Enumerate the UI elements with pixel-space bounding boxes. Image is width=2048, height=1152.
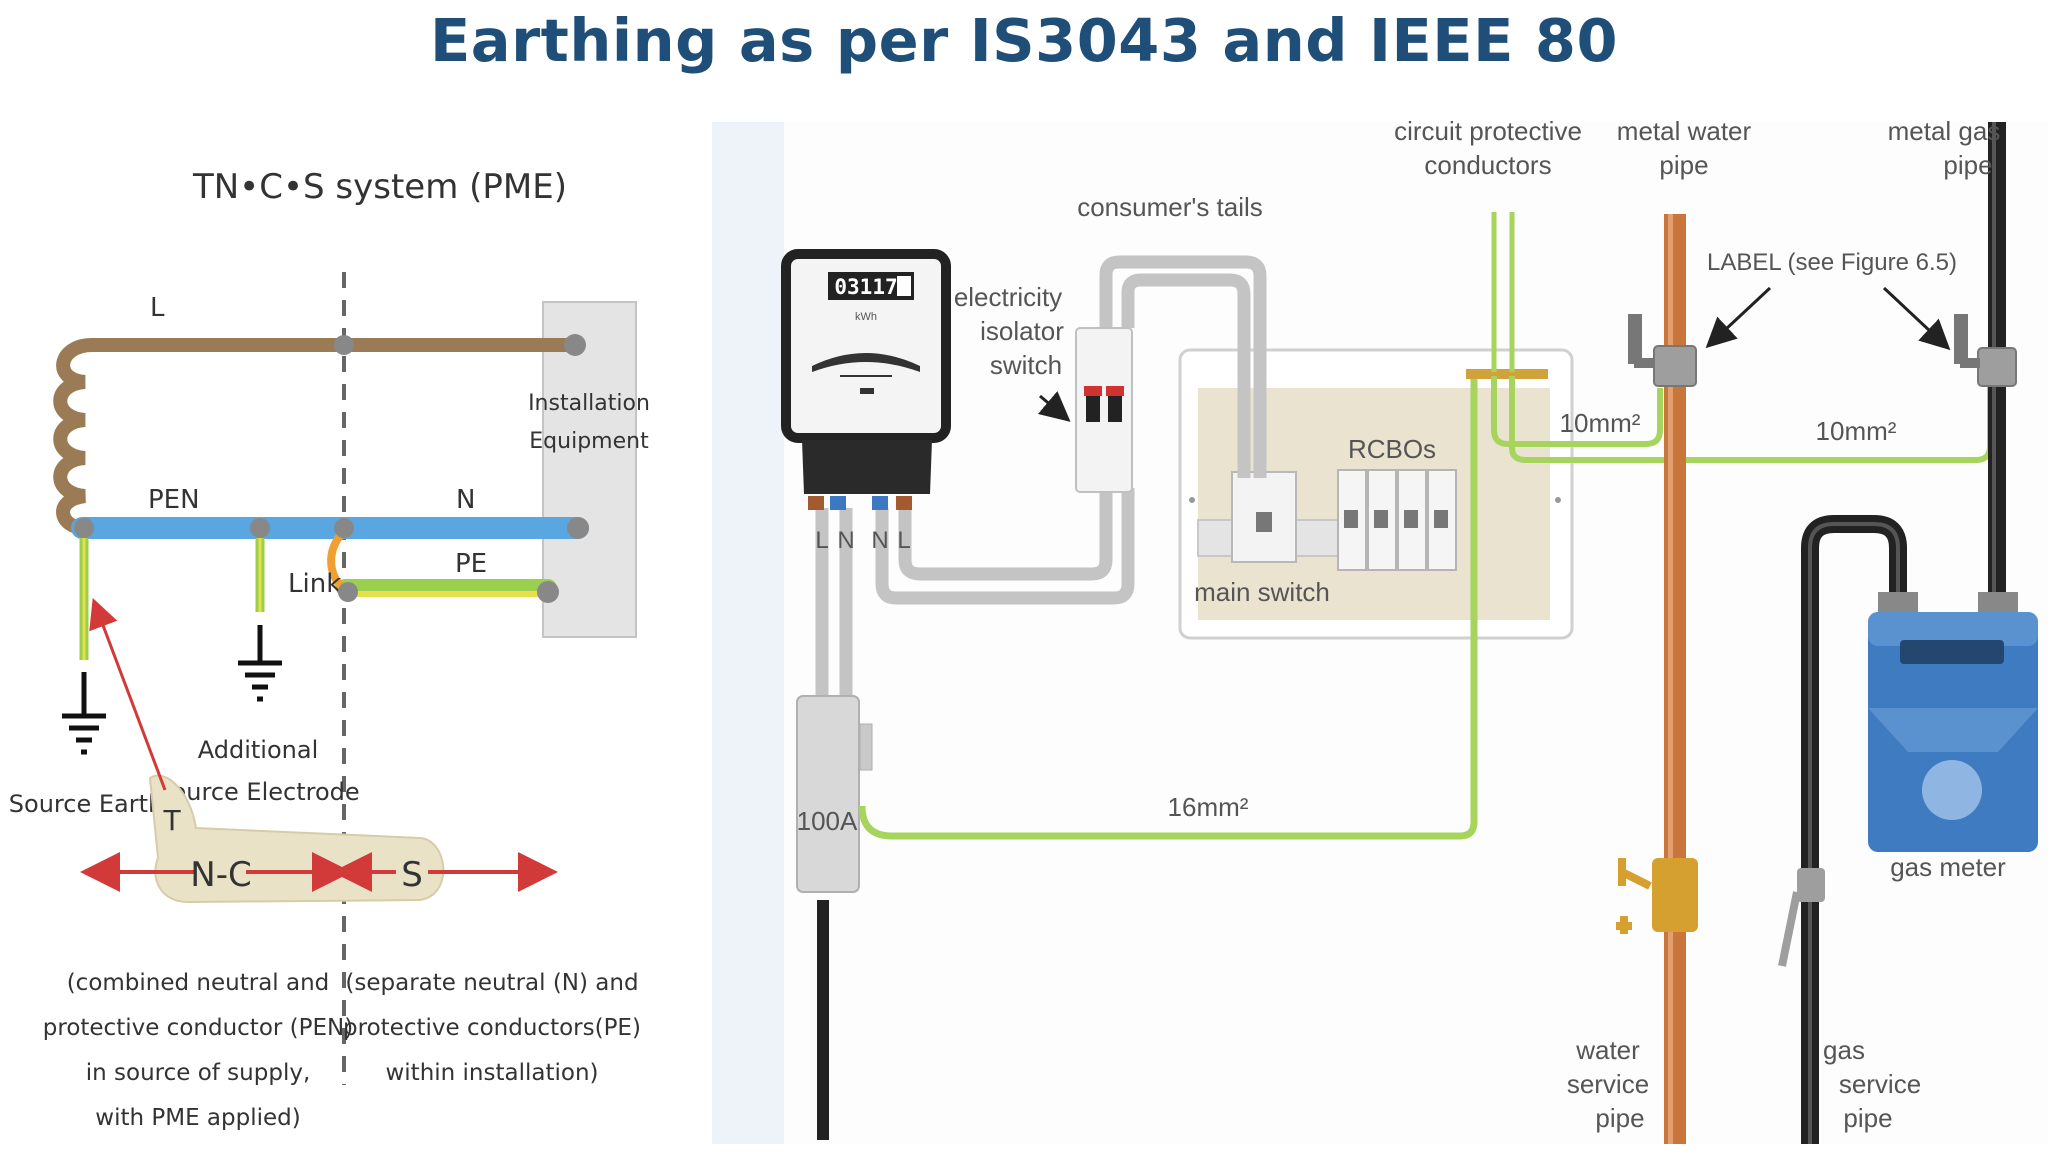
main-switch-label: main switch (1194, 577, 1330, 607)
installation-diagram: main switch RCBOs 03117 kWh (712, 116, 2048, 1144)
size-10-label: 10mm² (1816, 416, 1897, 446)
water-pipe-label-line: metal water (1617, 116, 1752, 146)
node (537, 581, 559, 603)
terminal-label: N (871, 527, 888, 554)
rcbo-bank (1337, 469, 1457, 571)
isolator-pointer (1037, 391, 1071, 422)
water-service-label-line: service (1567, 1069, 1649, 1099)
gas-valve-icon (1778, 868, 1825, 967)
main-earth-conductor (858, 376, 1478, 840)
additional-electrode-label-1: Additional (198, 736, 318, 764)
consumers-tails-label: consumer's tails (1077, 192, 1263, 222)
nc-description-line: with PME applied) (95, 1105, 300, 1131)
line-l-conductor (53, 338, 582, 535)
size-10-label: 10mm² (1560, 408, 1641, 438)
meter-reading: 03117 (834, 275, 897, 299)
node (567, 517, 589, 539)
gas-pipe-label-line: pipe (1943, 150, 1992, 180)
source-earth-label: Source Earth (9, 790, 163, 818)
tncs-title: TN•C•S system (PME) (192, 167, 567, 207)
terminal-label: L (897, 527, 910, 554)
gas-service-label-line: gas (1823, 1035, 1865, 1065)
node (250, 518, 270, 538)
meter-tail-cable (875, 488, 1135, 605)
tncs-diagram: TN•C•S system (PME) Installation Equipme… (9, 167, 650, 1131)
red-pointer-arrow (89, 597, 167, 791)
s-description-line: (separate neutral (N) and (345, 970, 638, 996)
s-description-line: protective conductors(PE) (343, 1015, 641, 1041)
size-16-label: 16mm² (1168, 792, 1249, 822)
water-bonding-clamp (1653, 345, 1697, 387)
gas-service-label-line: pipe (1843, 1103, 1892, 1133)
ground-symbol-icon (238, 625, 282, 702)
pen-label: PEN (148, 485, 200, 515)
label-note: LABEL (see Figure 6.5) (1707, 249, 1957, 276)
meter-tail-cable (898, 488, 1113, 581)
earth-bar (1466, 369, 1548, 379)
terminal-label: L (815, 527, 828, 554)
gas-meter-label: gas meter (1890, 852, 2006, 882)
water-service-label-line: pipe (1595, 1103, 1644, 1133)
gas-pipe-label-line: metal gas (1888, 116, 2001, 146)
installation-wall-strip (712, 122, 784, 1144)
isolator-label-line: electricity (954, 282, 1062, 312)
water-pipe-label-line: pipe (1659, 150, 1708, 180)
node (334, 335, 354, 355)
node (564, 334, 586, 356)
equipment-label-2: Equipment (529, 429, 649, 454)
node (74, 518, 94, 538)
node (334, 518, 354, 538)
gas-bonding-clamp (1977, 347, 2017, 387)
meter-dial (812, 353, 920, 372)
ground-symbol-icon (62, 672, 106, 755)
meter-base (802, 440, 932, 494)
fuse-label: 100A (797, 806, 858, 836)
nc-description-line: protective conductor (PEN) (43, 1015, 353, 1041)
slide-title: Earthing as per IS3043 and IEEE 80 (429, 6, 1619, 75)
nc-description-line: (combined neutral and (67, 970, 330, 996)
isolator-switch (1075, 327, 1133, 493)
gas-meter (1868, 592, 2038, 852)
pe-label: PE (455, 549, 487, 579)
consumer-tail-cable (1099, 255, 1267, 478)
nc-description-line: in source of supply, (86, 1060, 311, 1086)
s-description-line: within installation) (385, 1060, 598, 1086)
equipment-label-1: Installation (528, 391, 650, 416)
t-label: T (162, 804, 181, 837)
label-pointer-water (1705, 286, 1772, 349)
installation-equipment-box (542, 301, 637, 638)
label-pointer-gas (1882, 286, 1951, 351)
terminal-label: N (837, 527, 854, 554)
line-l-label: L (150, 293, 165, 323)
gas-service-label-line: service (1839, 1069, 1921, 1099)
water-stop-valve-icon (1616, 858, 1698, 934)
link-label: Link (288, 569, 341, 599)
consumer-tail-cable (1121, 273, 1251, 478)
s-label: S (401, 855, 423, 895)
cpc-label-line: conductors (1424, 150, 1551, 180)
meter-unit: kWh (855, 311, 877, 323)
nc-label: N-C (190, 855, 251, 895)
service-cutout (796, 695, 860, 893)
water-service-label-line: water (1575, 1035, 1640, 1065)
isolator-label-line: isolator (980, 316, 1064, 346)
additional-electrode-label-2: Source Electrode (156, 778, 359, 806)
isolator-label-line: switch (990, 350, 1062, 380)
node (338, 582, 358, 602)
rcbos-label: RCBOs (1348, 434, 1436, 464)
n-label: N (456, 485, 475, 515)
cpc-label-line: circuit protective (1394, 116, 1582, 146)
water-bonding-conductor (1491, 376, 1663, 447)
